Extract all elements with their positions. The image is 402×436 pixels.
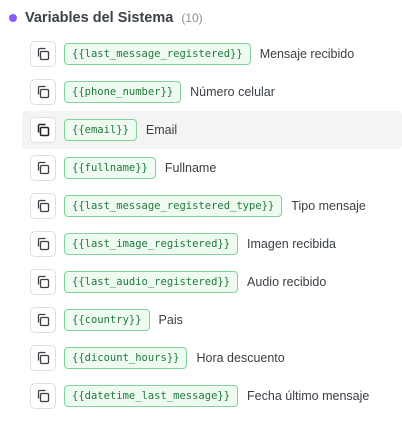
copy-icon	[37, 199, 50, 213]
variable-label: Hora descuento	[196, 351, 285, 365]
variable-row: {{fullname}} Fullname	[22, 149, 402, 187]
variable-label: Email	[145, 123, 178, 137]
variable-row: {{last_message_registered_type}} Tipo me…	[22, 187, 402, 225]
variable-row: {{datetime_last_message}} Fecha último m…	[22, 377, 402, 415]
variable-label: Pais	[158, 313, 183, 327]
copy-icon	[37, 85, 50, 99]
variable-label: Audio recibido	[247, 275, 327, 289]
copy-button[interactable]	[30, 345, 56, 371]
section-header: Variables del Sistema (10)	[9, 7, 203, 29]
variable-row: {{last_image_registered}} Imagen recibid…	[22, 225, 402, 263]
variable-row: {{phone_number}} Número celular	[22, 73, 402, 111]
variable-tag[interactable]: {{fullname}}	[64, 157, 156, 179]
variable-row: {{last_message_registered}} Mensaje reci…	[22, 35, 402, 73]
variable-row: {{dicount_hours}} Hora descuento	[22, 339, 402, 377]
variable-label: Mensaje recibido	[259, 47, 355, 61]
variable-label: Tipo mensaje	[291, 199, 366, 213]
variable-tag[interactable]: {{phone_number}}	[64, 81, 182, 103]
copy-button[interactable]	[30, 117, 56, 143]
copy-icon	[37, 123, 50, 137]
copy-icon	[37, 313, 50, 327]
variable-label: Fecha último mensaje	[247, 389, 370, 403]
copy-icon	[37, 351, 50, 365]
variable-tag[interactable]: {{email}}	[64, 119, 137, 141]
copy-button[interactable]	[30, 41, 56, 67]
variable-tag[interactable]: {{last_audio_registered}}	[64, 271, 239, 293]
copy-button[interactable]	[30, 269, 56, 295]
copy-icon	[37, 275, 50, 289]
copy-icon	[37, 161, 50, 175]
variable-tag[interactable]: {{last_message_registered}}	[64, 43, 251, 65]
copy-icon	[37, 237, 50, 251]
variable-row: {{country}} Pais	[22, 301, 402, 339]
variable-tag[interactable]: {{dicount_hours}}	[64, 347, 188, 369]
section-dot-icon	[9, 14, 17, 22]
section-count: (10)	[181, 11, 203, 25]
copy-button[interactable]	[30, 307, 56, 333]
copy-button[interactable]	[30, 193, 56, 219]
variable-tag[interactable]: {{datetime_last_message}}	[64, 385, 239, 407]
variable-label: Fullname	[164, 161, 217, 175]
section-title: Variables del Sistema	[25, 10, 174, 26]
copy-button[interactable]	[30, 155, 56, 181]
copy-button[interactable]	[30, 231, 56, 257]
variables-list: {{last_message_registered}} Mensaje reci…	[22, 35, 402, 415]
variable-tag[interactable]: {{country}}	[64, 309, 150, 331]
variable-row: {{email}} Email	[22, 111, 402, 149]
variable-label: Número celular	[190, 85, 275, 99]
copy-icon	[37, 47, 50, 61]
variable-row: {{last_audio_registered}} Audio recibido	[22, 263, 402, 301]
variable-tag[interactable]: {{last_image_registered}}	[64, 233, 239, 255]
copy-button[interactable]	[30, 79, 56, 105]
variable-tag[interactable]: {{last_message_registered_type}}	[64, 195, 283, 217]
copy-icon	[37, 389, 50, 403]
variable-label: Imagen recibida	[247, 237, 336, 251]
copy-button[interactable]	[30, 383, 56, 409]
